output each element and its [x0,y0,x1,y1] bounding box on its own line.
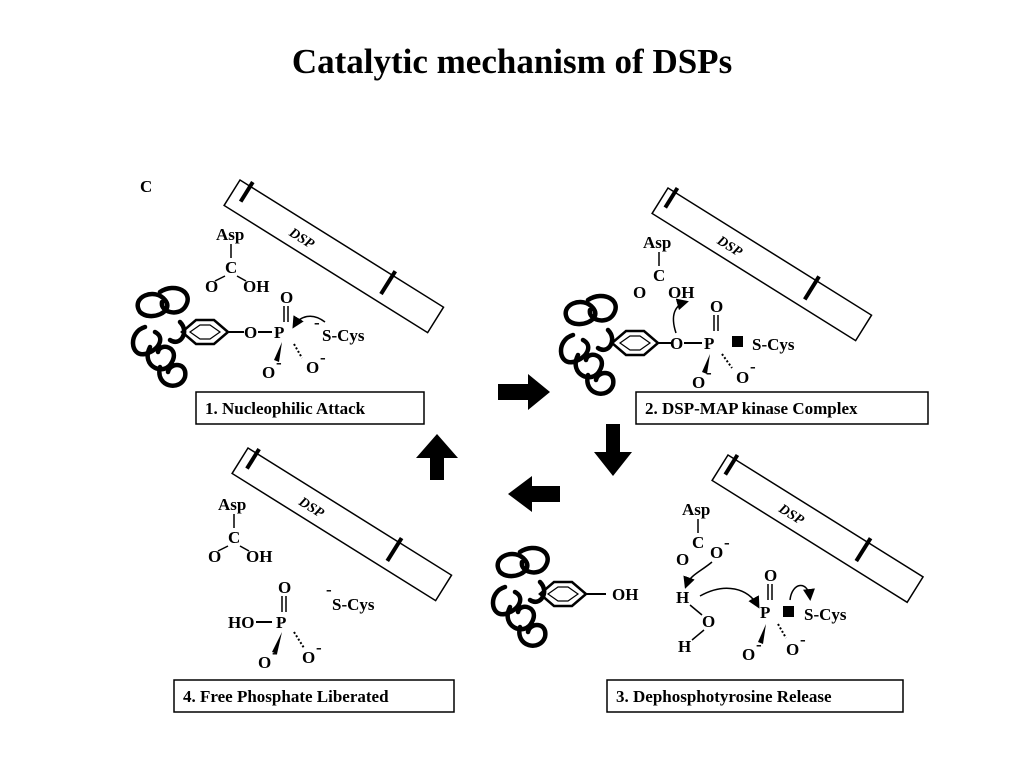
phosphate-hydroxyl: HO [228,613,254,632]
phosphate-oxygen-2: O [786,640,799,659]
protein-coil-icon [133,288,188,386]
page-title: Catalytic mechanism of DSPs [291,42,733,81]
phosphoryl-oxygen: O [764,566,777,585]
phosphoryl-oxygen: O [710,297,723,316]
asp-label: Asp [216,225,244,244]
panel-1-nucleophilic-attack: DSP Asp C O OH O P O - S-Cys O - O - 1. … [133,178,445,425]
cysteine-thiolate: S-Cys [322,326,365,345]
cysteine-thiolate: S-Cys [804,605,847,624]
covalent-bond-marker [732,336,743,347]
thick-arrow-left-icon [508,476,560,512]
asp-label: Asp [643,233,671,252]
protein-coil-icon [561,296,616,394]
asp-hydroxyl: OH [243,277,269,296]
curved-electron-arrow-icon [699,587,760,609]
phosphorus: P [274,323,284,342]
phenyl-ring-icon [180,318,230,346]
dsp-enzyme-bar: DSP [231,446,453,602]
phosphate-oxygen-1: O [258,653,271,672]
phosphorus: P [704,334,714,353]
tyrosine-oxygen: O [670,334,683,353]
curved-electron-arrow-icon [789,584,815,601]
phosphate-oxygen-1: O [742,645,755,664]
svg-text:-: - [276,353,282,372]
svg-text:-: - [750,357,756,376]
phenyl-ring-icon [538,580,588,608]
dsp-enzyme-bar: DSP [711,453,925,604]
panel-letter: C [140,177,152,196]
asp-carbon: C [225,258,237,277]
phosphorus: P [760,603,770,622]
water-hydrogen-2: H [678,637,691,656]
cysteine-thiolate: S-Cys [332,595,375,614]
step-2-label: 2. DSP-MAP kinase Complex [645,399,858,418]
curved-electron-arrow-icon [683,561,713,589]
panel-2-dsp-map-kinase-complex: DSP Asp C O OH O P O S-Cys O - O - 2. DS… [561,186,929,425]
covalent-bond-marker [783,606,794,617]
protein-coil-icon [493,548,548,646]
phenyl-ring-icon [610,329,660,357]
cysteine-thiolate: S-Cys [752,335,795,354]
svg-text:-: - [320,348,326,367]
tyrosine-hydroxyl: OH [612,585,638,604]
step-4-label: 4. Free Phosphate Liberated [183,687,389,706]
asp-hydroxyl: OH [668,283,694,302]
water-hydrogen-1: H [676,588,689,607]
curved-electron-arrow-icon [292,315,326,329]
panel-3-dephosphotyrosine-release: DSP OH Asp C O O - H O H P O S-Cys O - O… [493,453,925,713]
phosphate-oxygen-1: O [692,373,705,392]
step-1-label: 1. Nucleophilic Attack [205,399,366,418]
phosphoryl-oxygen: O [280,288,293,307]
asp-hydroxyl: OH [246,547,272,566]
asp-oxygen: O [205,277,218,296]
asp-oxygen: O [676,550,689,569]
thick-arrow-right-icon [498,374,550,410]
asp-carbon: C [228,528,240,547]
phosphate-oxygen-2: O [302,648,315,667]
phosphate-oxygen-2: O [306,358,319,377]
phosphate-oxygen-1: O [262,363,275,382]
asp-oxygen: O [633,283,646,302]
svg-text:-: - [326,580,332,599]
svg-text:-: - [272,643,278,662]
svg-text:-: - [316,638,322,657]
asp-carboxylate-oxygen: O [710,543,723,562]
panel-4-free-phosphate-liberated: DSP Asp C O OH HO P O O - O - - S-Cys 4.… [173,446,455,713]
dsp-enzyme-bar: DSP [223,178,445,334]
svg-text:-: - [756,635,762,654]
thick-arrow-down-icon [594,424,632,476]
dsp-enzyme-bar: DSP [651,186,873,342]
thick-arrow-up-icon [416,434,458,480]
svg-text:-: - [724,533,730,552]
water-oxygen: O [702,612,715,631]
asp-label: Asp [682,500,710,519]
asp-oxygen: O [208,547,221,566]
asp-carbon: C [692,533,704,552]
step-3-label: 3. Dephosphotyrosine Release [616,687,832,706]
curved-electron-arrow-icon [672,298,689,334]
svg-text:-: - [706,363,712,382]
thiolate-charge: - [314,313,320,332]
phosphorus: P [276,613,286,632]
svg-text:-: - [800,630,806,649]
asp-label: Asp [218,495,246,514]
phosphate-oxygen-2: O [736,368,749,387]
phosphoryl-oxygen: O [278,578,291,597]
asp-carbon: C [653,266,665,285]
tyrosine-oxygen: O [244,323,257,342]
